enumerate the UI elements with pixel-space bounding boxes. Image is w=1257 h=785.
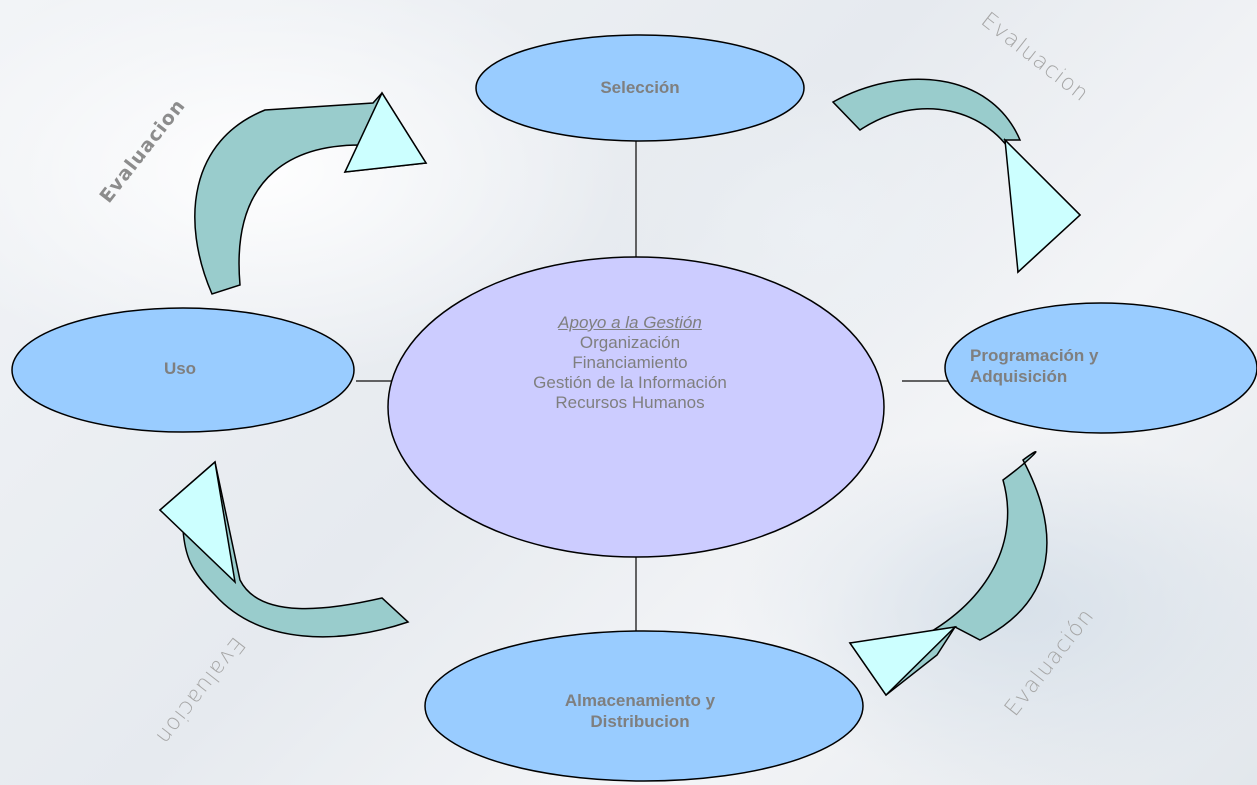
- label-programacion: Programación y Adquisición: [970, 345, 1150, 387]
- label-uso: Uso: [163, 359, 197, 378]
- center-item-gestion-informacion: Gestión de la Información: [533, 373, 727, 392]
- arrow-head-top-left: [343, 91, 428, 173]
- center-item-recursos-humanos: Recursos Humanos: [555, 393, 705, 412]
- arrow-head-top-right: [1004, 137, 1082, 274]
- node-seleccion: [475, 34, 805, 142]
- arrow-head-bottom-right: [848, 625, 958, 697]
- node-apoyo-gestion: [387, 256, 885, 558]
- center-text-block: Apoyo a la Gestión Organización Financia…: [430, 313, 830, 413]
- node-uso: [11, 307, 355, 433]
- center-item-financiamiento: Financiamiento: [572, 353, 688, 372]
- label-programacion-line2: Adquisición: [970, 367, 1068, 386]
- label-seleccion: Selección: [600, 78, 680, 97]
- node-almacenamiento: [424, 630, 864, 782]
- label-programacion-line1: Programación y: [970, 346, 1099, 365]
- node-programacion: [944, 302, 1257, 434]
- label-almacenamiento-line1: Almacenamiento y: [564, 691, 716, 710]
- center-title: Apoyo a la Gestión: [558, 313, 702, 332]
- label-almacenamiento-line2: Distribucion: [590, 712, 690, 731]
- center-item-organizacion: Organización: [579, 333, 681, 352]
- label-almacenamiento: Almacenamiento y Distribucion: [540, 690, 740, 732]
- arrow-head-bottom-left: [158, 460, 237, 585]
